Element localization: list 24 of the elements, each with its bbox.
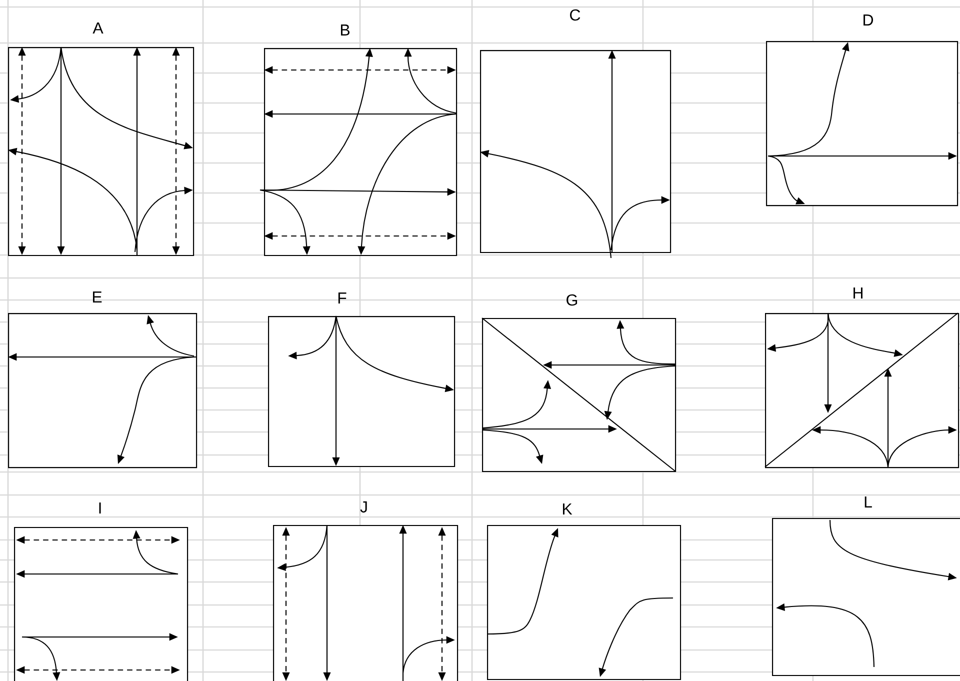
panel-box: I [14,502,188,681]
node-label: K [562,504,572,514]
panel-box: H [765,288,960,468]
node-label: J [360,501,367,513]
panel-box: G [482,294,676,472]
panel-box: C [480,9,672,254]
panel-box: B [264,24,458,256]
panel-box: F [268,292,456,468]
node-label: C [570,9,580,21]
panel-box: A [8,22,194,256]
node-label: G [566,294,578,306]
node-label: I [99,502,101,514]
panel-box: J [273,501,458,681]
node-label: E [92,292,102,302]
node-label: L [864,496,872,508]
node-label: B [340,24,350,36]
node-label: A [92,22,104,34]
panel-box: L [772,496,960,676]
panel-box: E [8,292,198,468]
node-label: D [864,14,874,26]
panel-box: D [766,14,958,206]
node-label: H [854,288,862,298]
panel-box: K [487,504,682,680]
node-label: F [338,292,346,304]
